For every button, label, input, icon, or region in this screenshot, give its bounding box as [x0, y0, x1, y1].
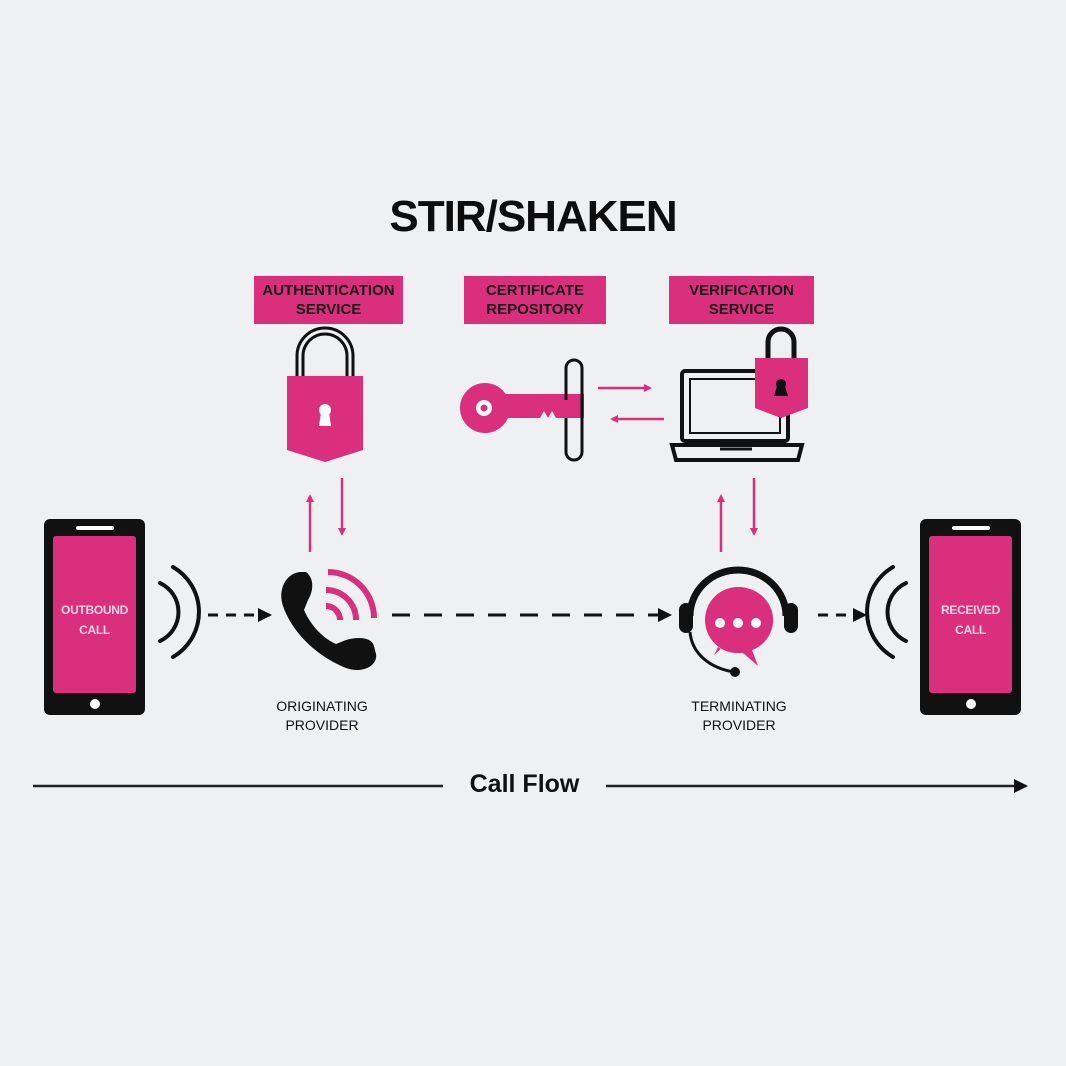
certificate-repository-box: CERTIFICATE REPOSITORY — [464, 276, 606, 324]
outbound-phone-icon — [44, 519, 145, 715]
signal-waves-icon — [865, 565, 908, 659]
service-label-line1: VERIFICATION — [689, 282, 794, 299]
key-icon — [460, 358, 584, 462]
diagram-title: STIR/SHAKEN — [389, 192, 677, 241]
service-label-line1: CERTIFICATE — [485, 282, 585, 299]
authentication-service-box: AUTHENTICATION SERVICE — [254, 276, 403, 324]
phone-handset-icon — [281, 569, 377, 671]
padlock-icon — [287, 326, 363, 462]
service-label-line1: AUTHENTICATION — [262, 282, 395, 299]
service-label-line2: SERVICE — [708, 301, 775, 318]
service-label-line2: REPOSITORY — [486, 301, 584, 318]
verification-service-box: VERIFICATION SERVICE — [669, 276, 814, 324]
laptop-lock-icon — [669, 326, 808, 462]
signal-waves-icon — [158, 565, 201, 659]
service-label-line2: SERVICE — [295, 301, 362, 318]
received-phone-icon — [920, 519, 1021, 715]
headset-chat-icon — [679, 566, 798, 677]
call-flow-label: Call Flow — [469, 770, 580, 798]
